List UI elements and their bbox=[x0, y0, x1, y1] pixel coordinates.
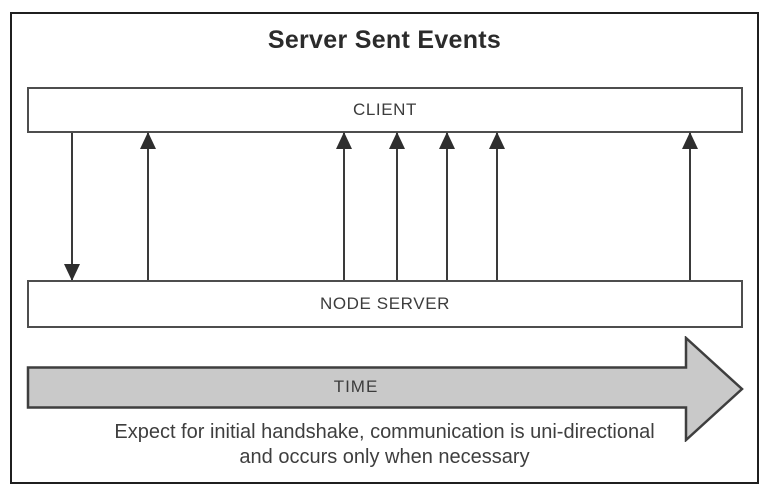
arrow-line bbox=[71, 133, 73, 280]
diagram-title: Server Sent Events bbox=[267, 26, 502, 54]
arrow-line bbox=[396, 133, 398, 280]
arrow-line bbox=[496, 133, 498, 280]
time-arrow-shape bbox=[26, 336, 744, 442]
arrowhead-icon bbox=[389, 132, 405, 149]
message-arrow-up bbox=[336, 132, 352, 280]
arrowhead-icon bbox=[336, 132, 352, 149]
arrow-line bbox=[147, 133, 149, 280]
caption-line-1: Expect for initial handshake, communicat… bbox=[114, 421, 655, 443]
message-arrow-up bbox=[140, 132, 156, 280]
message-arrow-up bbox=[439, 132, 455, 280]
client-box: CLIENT bbox=[27, 87, 743, 133]
time-arrow bbox=[26, 336, 744, 442]
message-arrow-up bbox=[389, 132, 405, 280]
caption: Expect for initial handshake, communicat… bbox=[10, 420, 759, 470]
arrowhead-icon bbox=[140, 132, 156, 149]
message-arrow-up bbox=[682, 132, 698, 280]
arrow-line bbox=[343, 133, 345, 280]
message-arrow-up bbox=[489, 132, 505, 280]
arrow-line bbox=[689, 133, 691, 280]
arrow-line bbox=[446, 133, 448, 280]
node-server-box-label: NODE SERVER bbox=[319, 294, 451, 313]
time-arrow-label: TIME bbox=[333, 377, 379, 396]
message-arrows-layer bbox=[0, 132, 769, 281]
node-server-box: NODE SERVER bbox=[27, 280, 743, 328]
arrowhead-icon bbox=[489, 132, 505, 149]
client-box-label: CLIENT bbox=[352, 100, 418, 119]
arrowhead-icon bbox=[64, 264, 80, 281]
caption-line-2: and occurs only when necessary bbox=[239, 446, 530, 468]
arrowhead-icon bbox=[439, 132, 455, 149]
message-arrow-down bbox=[64, 133, 80, 281]
arrowhead-icon bbox=[682, 132, 698, 149]
